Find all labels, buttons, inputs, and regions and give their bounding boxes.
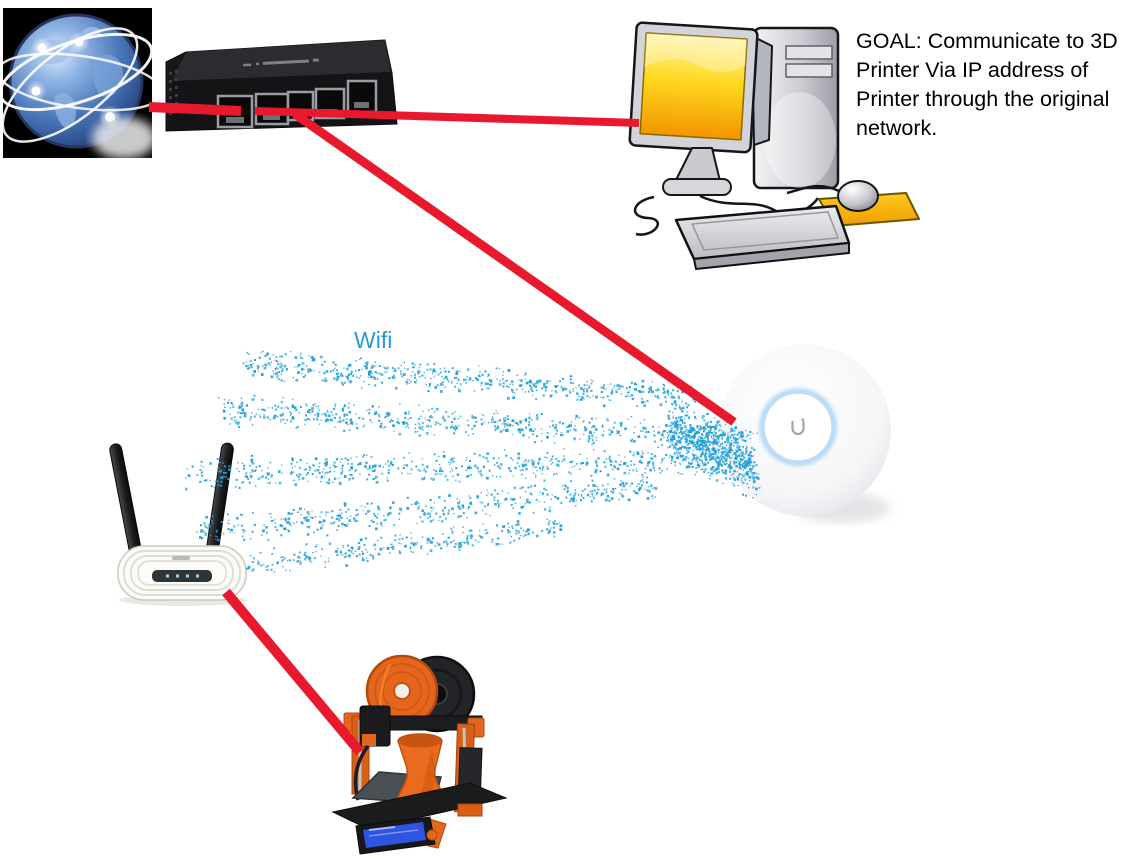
printer-lcd xyxy=(355,816,447,855)
printed-object xyxy=(396,733,446,808)
router-front-panel xyxy=(152,570,212,582)
router-antennas xyxy=(109,442,234,558)
goal-line: Printer through the original xyxy=(856,87,1110,111)
monitor-stand xyxy=(662,147,732,196)
link-router-to-printer xyxy=(222,588,364,756)
link-switch-to-computer xyxy=(254,107,640,127)
printer-3d-icon xyxy=(331,654,508,855)
goal-line: network. xyxy=(856,116,938,140)
internet-globe-icon xyxy=(3,8,152,158)
desktop-computer-icon xyxy=(628,21,920,270)
goal-line: GOAL: Communicate to 3D xyxy=(856,29,1118,53)
wifi-access-point-icon xyxy=(719,344,891,523)
link-internet-to-switch xyxy=(148,102,242,116)
printer-base xyxy=(331,782,508,830)
wifi-label: Wifi xyxy=(354,327,393,353)
ubiquiti-logo xyxy=(791,418,805,436)
computer-monitor xyxy=(628,21,759,154)
goal-annotation: GOAL: Communicate to 3D Printer Via IP a… xyxy=(856,27,1139,143)
router-logo xyxy=(172,556,190,560)
connection-lines xyxy=(148,102,737,756)
computer-mouse xyxy=(786,180,879,212)
wireless-router-icon xyxy=(109,442,247,606)
switch-branding-marks xyxy=(242,58,319,67)
computer-keyboard xyxy=(674,204,851,270)
link-switch-to-access-point xyxy=(292,110,737,426)
goal-line: Printer Via IP address of xyxy=(856,58,1089,82)
computer-tower xyxy=(752,26,840,190)
cable xyxy=(634,195,659,236)
